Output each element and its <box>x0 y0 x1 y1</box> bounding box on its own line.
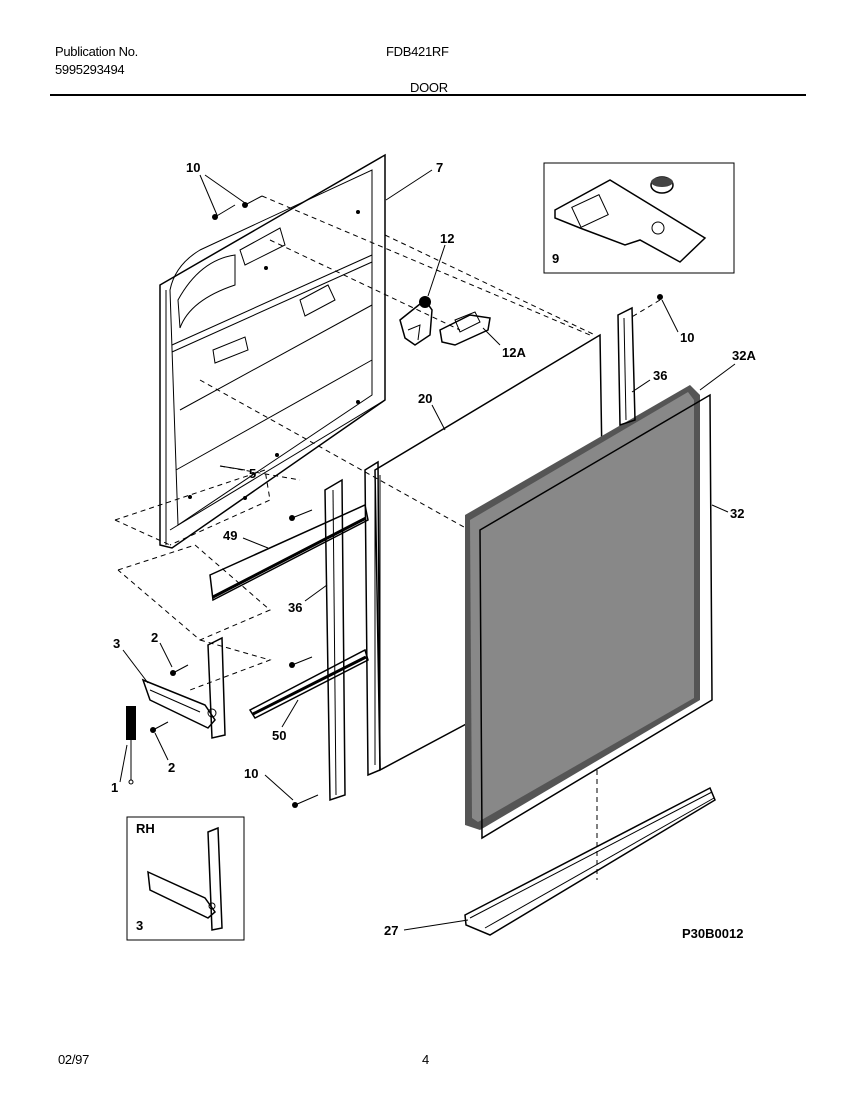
door-latch <box>399 296 491 346</box>
screw-right <box>657 294 663 300</box>
callout-49: 49 <box>223 528 237 543</box>
publication-label: Publication No. <box>55 44 138 59</box>
callout-7: 7 <box>436 160 443 175</box>
callout-9: 9 <box>552 251 559 266</box>
front-panel <box>479 393 713 840</box>
callout-1: 1 <box>111 780 118 795</box>
inset-rh-label: RH <box>136 821 155 836</box>
leader-lines <box>119 169 736 931</box>
inner-door-frame <box>159 153 386 549</box>
dispenser-inset <box>543 162 735 274</box>
diagram-code: P30B0012 <box>682 926 743 941</box>
screw-top <box>212 195 263 220</box>
callout-12a: 12A <box>502 345 526 360</box>
callout-3: 3 <box>113 636 120 651</box>
callout-20: 20 <box>418 391 432 406</box>
header-rule <box>50 94 806 96</box>
callout-5: 5 <box>249 466 256 481</box>
callout-2-top: 2 <box>151 630 158 645</box>
footer-page: 4 <box>422 1052 429 1067</box>
hinge-spring <box>126 706 136 785</box>
bottom-trim <box>464 786 716 936</box>
strip-49 <box>209 503 369 602</box>
side-trim-right <box>617 306 636 427</box>
footer-date: 02/97 <box>58 1052 90 1067</box>
callout-36-mid: 36 <box>288 600 302 615</box>
callout-36-top: 36 <box>653 368 667 383</box>
model-number: FDB421RF <box>386 44 449 59</box>
callout-3-inset: 3 <box>136 918 143 933</box>
callout-10-top: 10 <box>186 160 200 175</box>
callout-32a: 32A <box>732 348 756 363</box>
callout-10-bottom: 10 <box>244 766 258 781</box>
section-title: DOOR <box>410 80 448 95</box>
panel-gasket <box>465 385 700 830</box>
side-trim-left <box>324 460 381 802</box>
callout-2-bottom: 2 <box>168 760 175 775</box>
alignment-lines <box>114 195 661 880</box>
callout-27: 27 <box>384 923 398 938</box>
callout-32: 32 <box>730 506 744 521</box>
callout-10-right: 10 <box>680 330 694 345</box>
hinge-arm <box>141 636 226 739</box>
publication-number: 5995293494 <box>55 62 125 77</box>
screws <box>150 509 319 808</box>
callout-12: 12 <box>440 231 454 246</box>
callouts: 10 7 12 12A 9 10 32A 36 20 5 32 49 36 3 … <box>111 160 756 941</box>
rh-hinge-inset <box>126 816 245 941</box>
callout-50: 50 <box>272 728 286 743</box>
strip-50 <box>248 648 369 719</box>
